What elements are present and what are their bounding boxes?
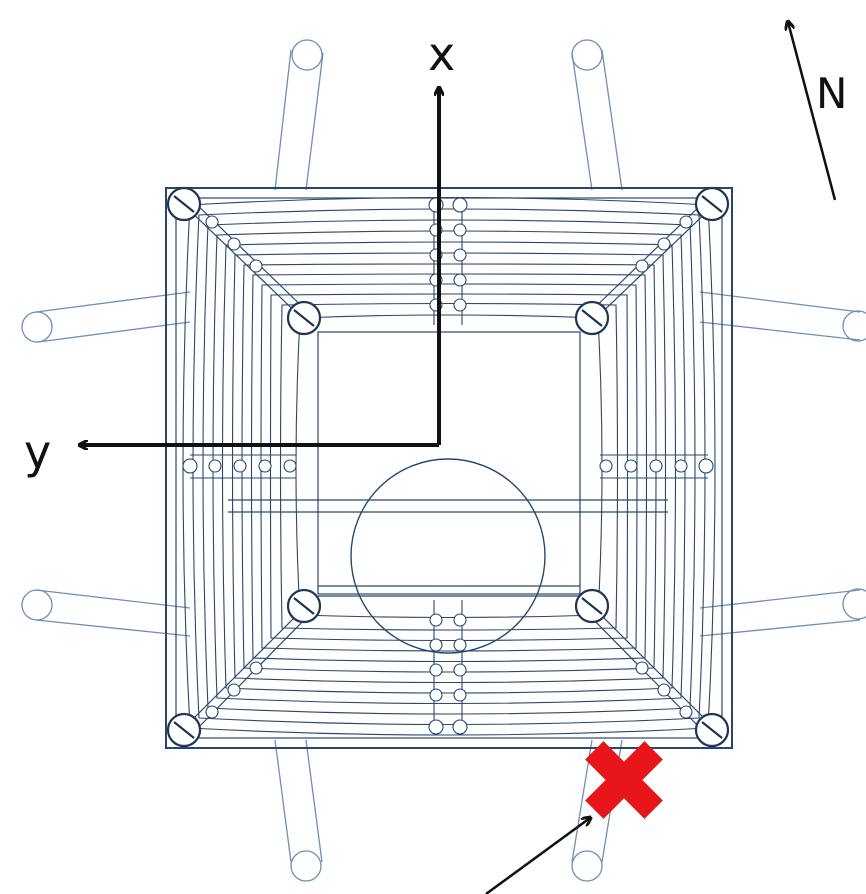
member-nodes [182, 197, 714, 735]
mooring-leg-left-lower [21, 589, 191, 637]
mooring-leg-top-right [571, 39, 623, 191]
central-column [350, 458, 546, 654]
red-x-marker-icon [585, 741, 663, 819]
north-arrow-icon: N [788, 22, 847, 201]
mooring-leg-top-left [274, 39, 324, 191]
mooring-leg-right-lower [699, 588, 866, 637]
inner-deck [228, 331, 668, 654]
marker-pointer-arrow [485, 818, 590, 894]
corner-columns [166, 186, 730, 748]
y-axis-label: y [24, 425, 51, 479]
mooring-leg-left-upper [21, 291, 191, 343]
mooring-leg-bottom-left [274, 739, 323, 882]
mooring-leg-right-upper [699, 291, 866, 342]
structure-rings [182, 196, 716, 736]
coordinate-axes: x y [24, 27, 455, 479]
mooring-legs [21, 39, 866, 882]
x-axis-label: x [428, 27, 455, 81]
north-label: N [816, 69, 847, 118]
